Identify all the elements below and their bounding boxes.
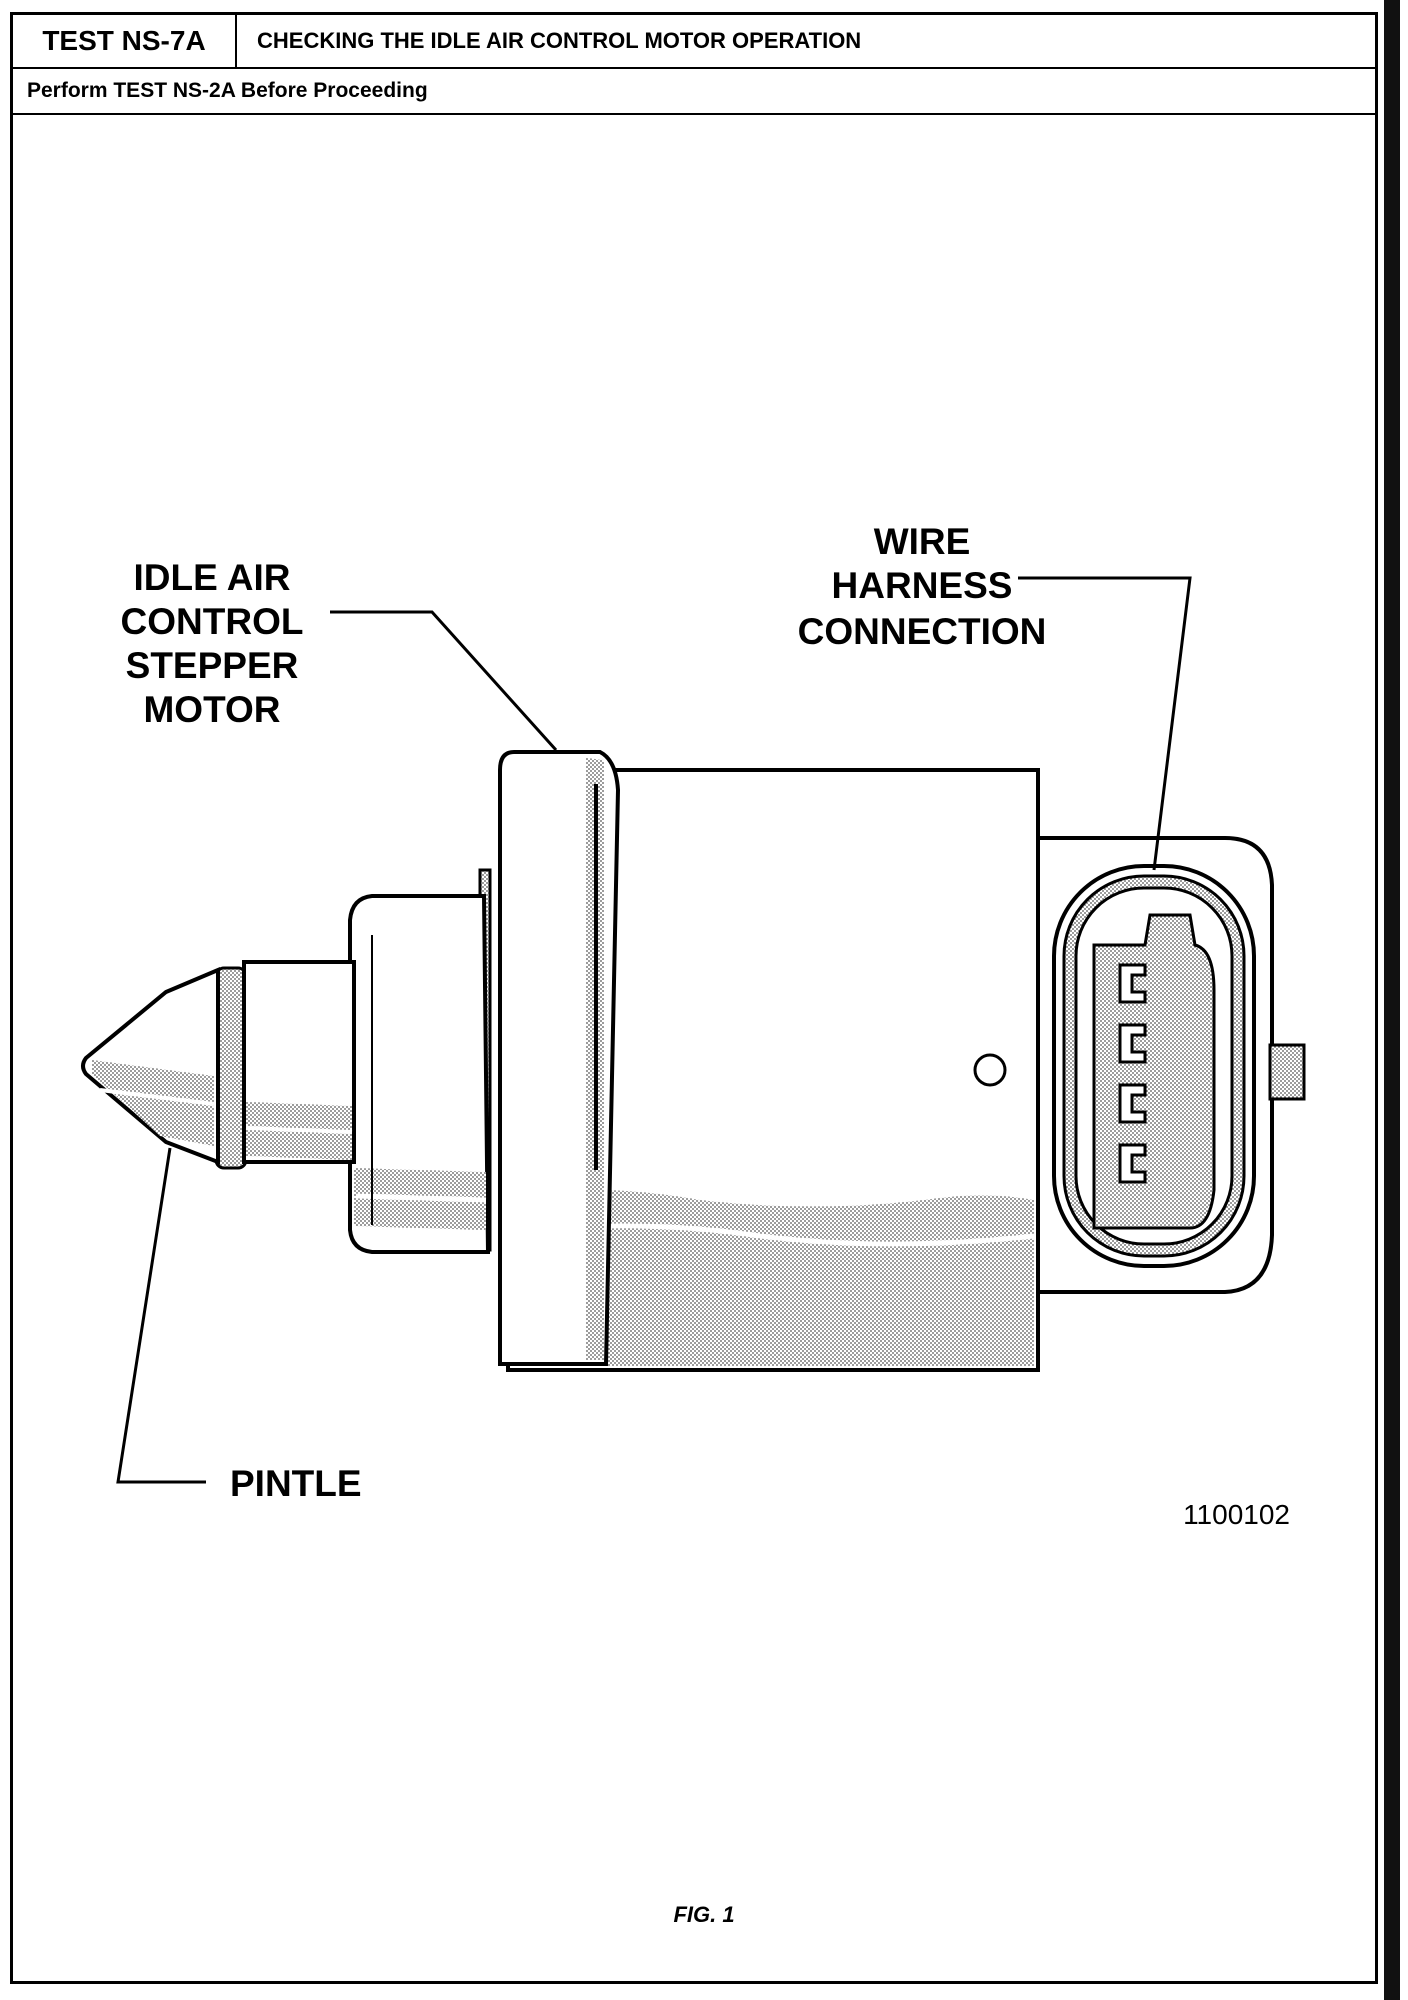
- page-edge-bar: [1384, 0, 1400, 2000]
- header-row: TEST NS-7A CHECKING THE IDLE AIR CONTROL…: [13, 15, 1375, 69]
- leader-line-pintle: [116, 1147, 206, 1484]
- motor-label: IDLE AIR CONTROL STEPPER MOTOR: [121, 557, 304, 730]
- motor-label-line1: IDLE AIR: [134, 557, 291, 598]
- flange-collar: [478, 750, 621, 1366]
- leader-line-harness: [1018, 576, 1192, 871]
- pintle-tip: [81, 966, 220, 1165]
- motor-label-line2: CONTROL: [121, 601, 304, 642]
- figure-caption: FIG. 1: [673, 1902, 734, 1927]
- motor-neck: [348, 894, 491, 1254]
- connector-housing: [1028, 836, 1306, 1294]
- motor-label-line4: MOTOR: [143, 689, 280, 730]
- o-ring: [214, 966, 248, 1170]
- pintle-label: PINTLE: [230, 1463, 362, 1504]
- test-title: CHECKING THE IDLE AIR CONTROL MOTOR OPER…: [257, 28, 862, 53]
- leader-line-motor: [330, 610, 558, 752]
- harness-label-line1: WIRE: [874, 521, 971, 562]
- harness-label-line2: HARNESS: [832, 565, 1013, 606]
- test-id: TEST NS-7A: [13, 15, 237, 67]
- motor-label-line3: STEPPER: [126, 645, 299, 686]
- prerequisite-row: Perform TEST NS-2A Before Proceeding: [13, 69, 1375, 115]
- connector-pins: [1118, 963, 1147, 1184]
- harness-label: WIRE HARNESS CONNECTION: [798, 521, 1047, 652]
- harness-label-line3: CONNECTION: [798, 611, 1047, 652]
- page-frame: TEST NS-7A CHECKING THE IDLE AIR CONTROL…: [10, 12, 1378, 1984]
- prerequisite-text: Perform TEST NS-2A Before Proceeding: [27, 79, 428, 102]
- figure-id: 1100102: [1183, 1499, 1290, 1530]
- pintle-shaft: [242, 960, 356, 1164]
